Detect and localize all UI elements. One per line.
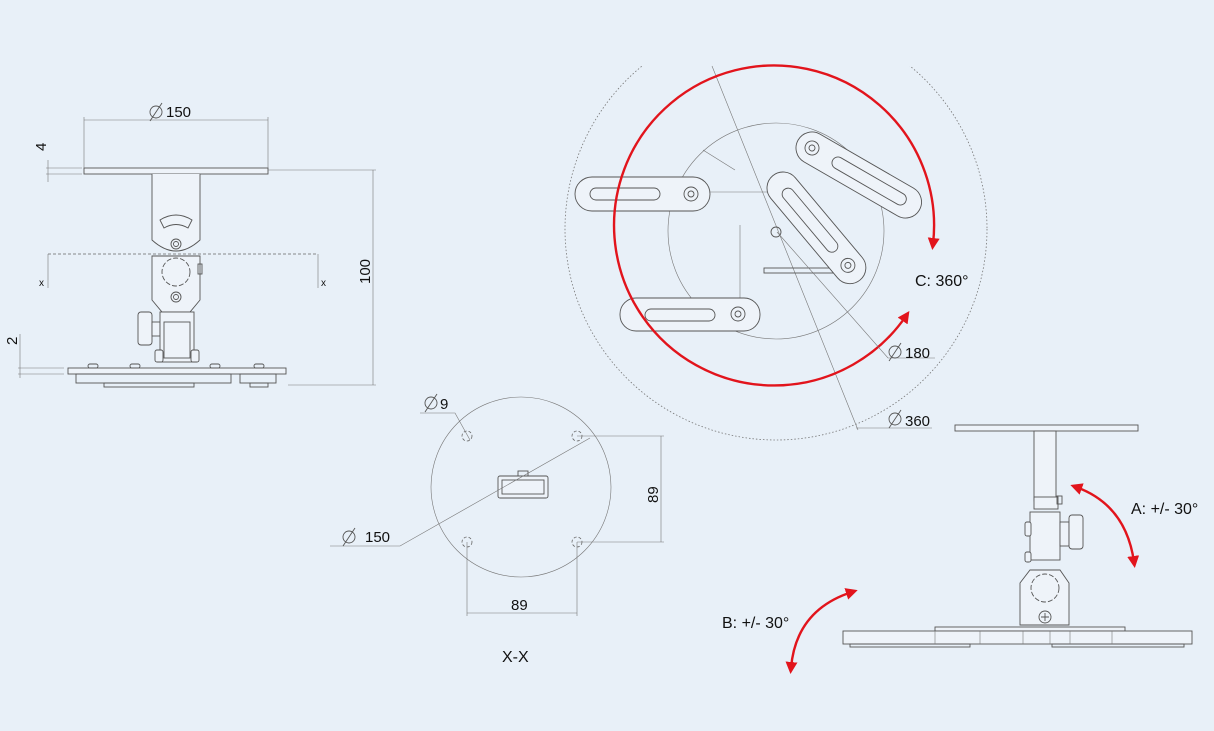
section-title: X-X — [502, 649, 529, 666]
adjustment-knob — [1068, 514, 1084, 550]
section-mark-left: x — [39, 278, 44, 289]
diameter-symbol-icon — [888, 342, 902, 362]
ceiling-plate — [954, 424, 1139, 432]
diameter-symbol-icon — [149, 102, 163, 122]
column — [1033, 430, 1057, 502]
ceiling-plate — [83, 167, 269, 175]
tilt-arrow-a — [1070, 483, 1140, 568]
base-plate — [67, 367, 287, 375]
arm-upper-right — [795, 131, 922, 219]
right-side-view: A: +/- 30° B: +/- 30° — [722, 424, 1198, 674]
dimension-base-thickness: 2 — [4, 337, 21, 345]
dimension-outer-diameter: 360 — [905, 413, 930, 430]
dimension-diameter-150: 150 — [166, 104, 191, 121]
center-pivot — [770, 226, 782, 238]
clamp — [1019, 569, 1070, 626]
screw-icon — [1038, 610, 1052, 624]
dimension-hole-spacing-horizontal: 89 — [511, 597, 528, 614]
outer-reach-circle — [564, 66, 988, 441]
base-disc — [430, 396, 612, 578]
dimension-height-100: 100 — [357, 259, 374, 284]
section-view-x-x: 150 9 89 89 X-X — [330, 393, 664, 666]
section-mark-right: x — [321, 278, 326, 289]
dimension-disc-diameter: 150 — [365, 529, 390, 546]
arm-bottom — [619, 297, 761, 332]
top-view: C: 360° 180 360 — [564, 64, 988, 441]
diameter-symbol-icon — [424, 393, 438, 413]
left-side-view: 150 4 x x — [4, 102, 376, 388]
dimension-plate-thickness: 4 — [33, 143, 50, 151]
rotation-label-c: C: 360° — [915, 273, 969, 290]
dimension-hole-diameter: 9 — [440, 396, 448, 413]
dimension-hole-spacing-vertical: 89 — [645, 486, 662, 503]
adjustment-knob — [137, 311, 153, 346]
rotation-arrow-c — [612, 64, 940, 387]
tilt-arrow-b — [785, 588, 858, 674]
arm-middle — [766, 171, 867, 285]
dimension-inner-diameter: 180 — [905, 345, 930, 362]
diameter-symbol-icon — [342, 527, 356, 547]
column — [151, 174, 201, 252]
inner-reach-circle — [667, 122, 885, 340]
tilt-label-b: B: +/- 30° — [722, 615, 789, 632]
tilt-label-a: A: +/- 30° — [1131, 501, 1198, 518]
base-plate — [842, 630, 1193, 645]
diameter-symbol-icon — [888, 409, 902, 429]
arm-left — [574, 176, 711, 212]
